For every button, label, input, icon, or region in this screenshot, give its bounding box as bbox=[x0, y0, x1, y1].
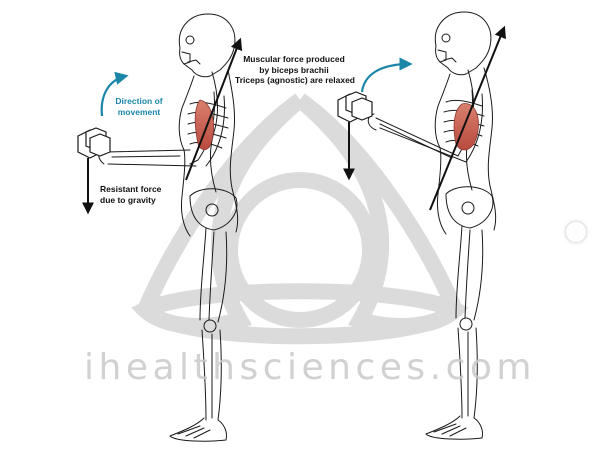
right-back-outline bbox=[483, 67, 497, 231]
right-foot bbox=[425, 415, 483, 440]
left-skull bbox=[178, 13, 236, 78]
right-direction-arrow bbox=[360, 57, 413, 93]
right-figure bbox=[367, 11, 497, 440]
right-muscular-force-arrow bbox=[429, 25, 506, 211]
right-thigh bbox=[455, 225, 463, 319]
left-direction-arrow bbox=[100, 71, 129, 117]
muscular-force-label: Muscular force produced by biceps brachi… bbox=[243, 54, 345, 75]
direction-of-movement-label: Direction of movement bbox=[115, 96, 163, 117]
watermark-text: ihealthsciences.com bbox=[84, 347, 537, 388]
left-dumbbell-icon bbox=[77, 127, 111, 159]
right-shin bbox=[457, 327, 463, 419]
left-forearm bbox=[105, 149, 191, 153]
triceps-relaxed-label: Triceps (agnostic) are relaxed bbox=[235, 75, 355, 85]
left-thigh bbox=[199, 227, 207, 321]
left-foot bbox=[169, 417, 227, 442]
left-shin bbox=[201, 329, 207, 421]
carousel-next-icon[interactable] bbox=[565, 221, 587, 243]
right-pelvis bbox=[445, 186, 494, 229]
right-skull bbox=[434, 11, 492, 76]
left-pelvis bbox=[189, 188, 238, 231]
right-forearm bbox=[375, 117, 459, 157]
triquetra-watermark-icon bbox=[131, 93, 469, 345]
left-back-outline bbox=[227, 69, 239, 233]
left-biceps-muscle bbox=[194, 99, 214, 150]
left-spine bbox=[209, 71, 219, 193]
resistant-force-label: Resistant force due to gravity bbox=[100, 184, 162, 205]
left-muscular-force-arrow bbox=[185, 37, 243, 181]
right-dumbbell-icon bbox=[337, 91, 373, 123]
left-figure bbox=[98, 13, 239, 442]
